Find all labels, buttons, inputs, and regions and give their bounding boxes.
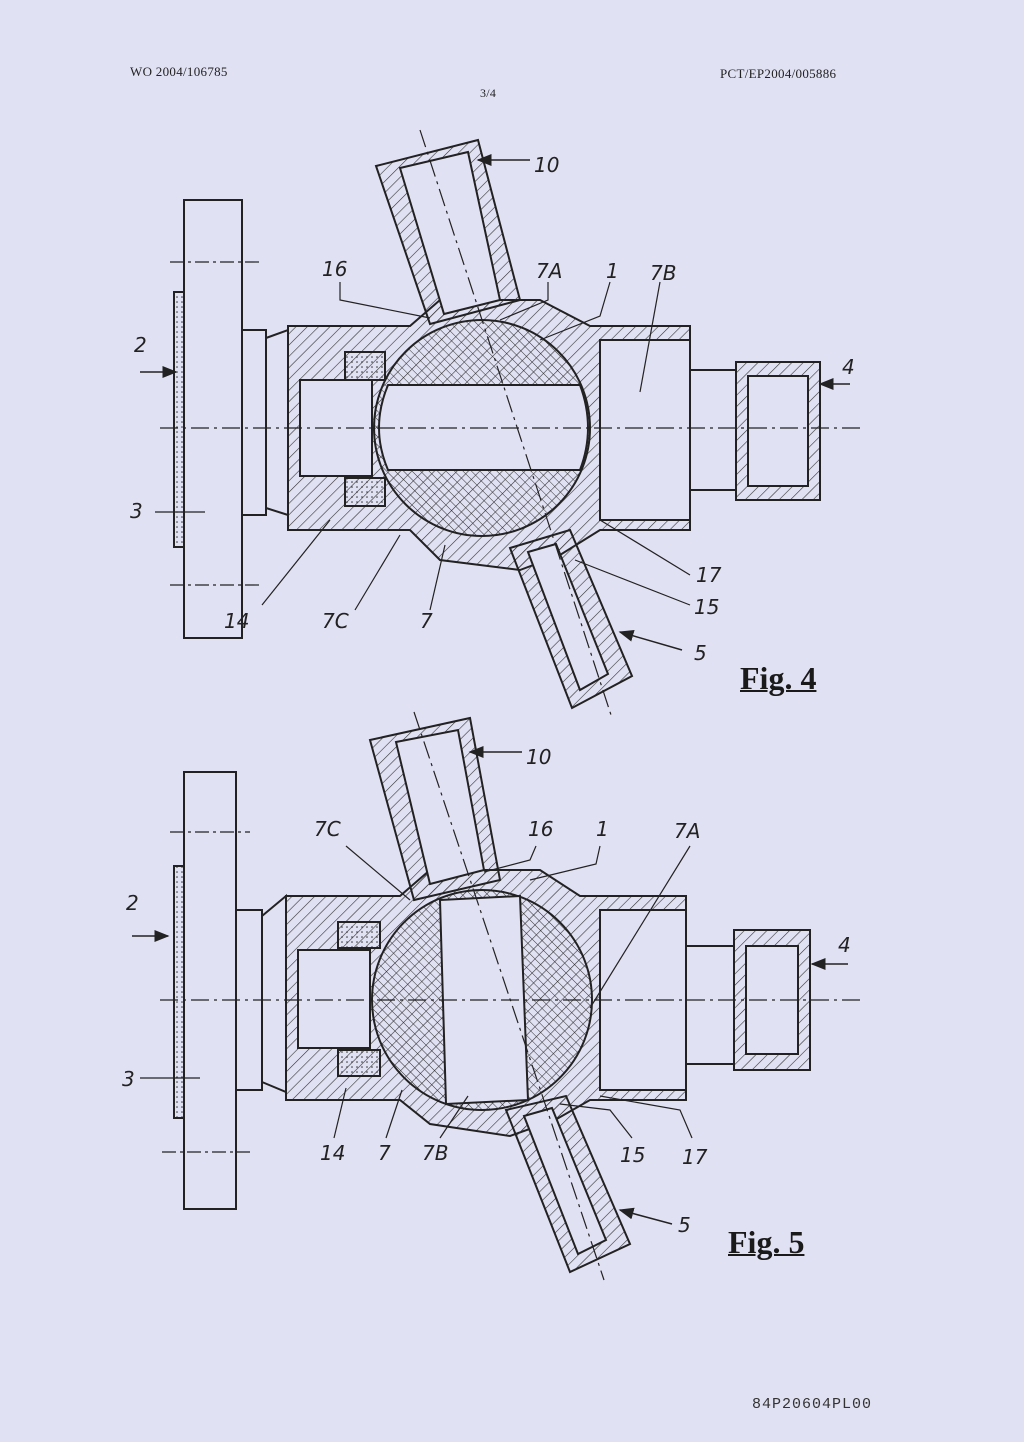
fig4-label-16: 16	[322, 257, 347, 281]
fig5-label-17: 17	[682, 1145, 708, 1169]
footer-code: 84P20604PL00	[752, 1396, 873, 1413]
fig4-label-7A: 7A	[536, 259, 562, 283]
fig5-label-7C: 7C	[314, 817, 341, 841]
fig4-label-7: 7	[420, 609, 433, 633]
fig5-label-4: 4	[838, 933, 851, 957]
fig4-label-1: 1	[606, 259, 619, 283]
figure-5-caption: Fig. 5	[728, 1224, 805, 1260]
figure-4-drawing	[140, 129, 860, 719]
fig4-label-14: 14	[224, 609, 249, 633]
sheet-number: 3/4	[480, 86, 497, 100]
fig4-label-3: 3	[130, 499, 143, 523]
fig5-label-14: 14	[320, 1141, 345, 1165]
fig5-label-10: 10	[526, 745, 551, 769]
fig4-label-10: 10	[534, 153, 559, 177]
fig5-label-3: 3	[122, 1067, 135, 1091]
fig5-label-2: 2	[126, 891, 139, 915]
fig4-label-7B: 7B	[650, 261, 676, 285]
fig4-label-5: 5	[694, 641, 707, 665]
application-number: PCT/EP2004/005886	[720, 66, 837, 81]
fig5-label-1: 1	[596, 817, 609, 841]
fig4-label-4: 4	[842, 355, 855, 379]
figure-5-labels: 10 7C 16 1 7A 2 4 3 14 7 7B 15 17 5	[122, 745, 851, 1237]
fig4-label-15: 15	[694, 595, 719, 619]
fig5-label-7: 7	[378, 1141, 391, 1165]
figure-5-drawing	[132, 711, 860, 1281]
fig5-label-5: 5	[678, 1213, 691, 1237]
figure-4-labels: 10 16 7A 1 7B 2 4 3 17 15 14 7C 7 5	[130, 153, 855, 665]
fig5-label-7B: 7B	[422, 1141, 448, 1165]
fig4-label-7C: 7C	[322, 609, 349, 633]
figure-4-caption: Fig. 4	[740, 660, 817, 696]
fig4-label-2: 2	[134, 333, 147, 357]
fig5-label-7A: 7A	[674, 819, 700, 843]
publication-number: WO 2004/106785	[130, 64, 228, 79]
fig4-label-17: 17	[696, 563, 722, 587]
fig5-label-15: 15	[620, 1143, 645, 1167]
fig5-label-16: 16	[528, 817, 553, 841]
